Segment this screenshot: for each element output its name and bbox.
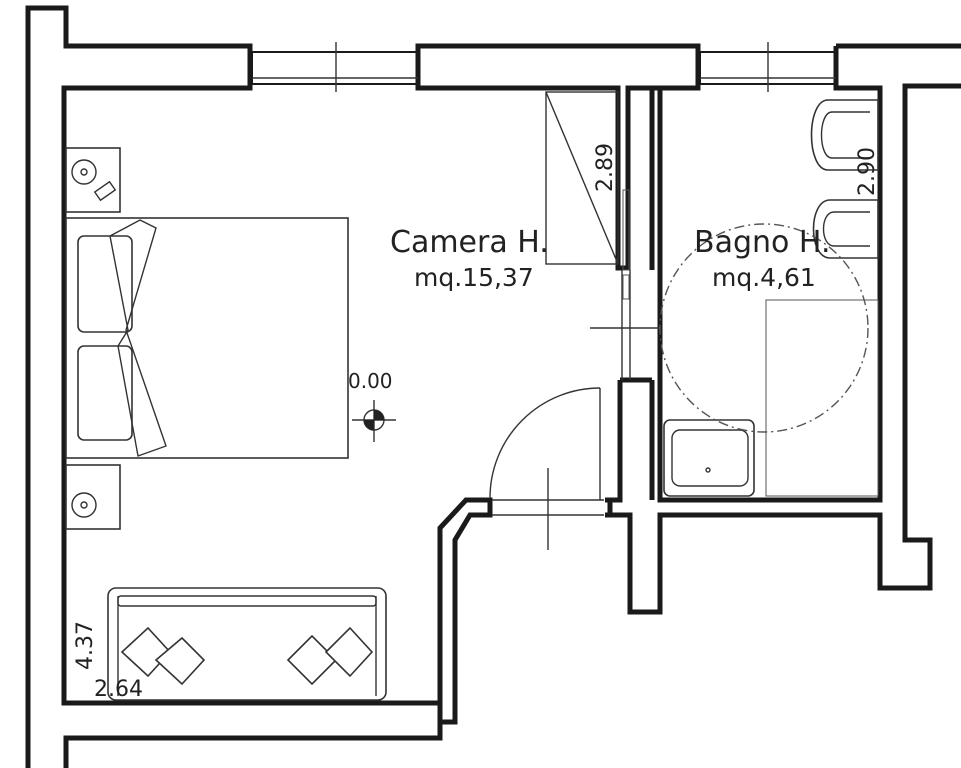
- top-wall-middle: [415, 43, 701, 271]
- bagno-ceiling-height: 2.90: [855, 147, 880, 196]
- level-marker: [352, 400, 396, 442]
- wardrobe-box: [545, 91, 619, 265]
- camera-width-dimension: 2.64: [94, 677, 143, 702]
- window-camera: [251, 51, 419, 85]
- turning-circle: [659, 223, 869, 433]
- bathroom-fixtures: [659, 99, 879, 497]
- labels: Camera H. mq.15,37 Bagno H. mq.4,61 2.89…: [73, 143, 880, 702]
- cushion-4: [324, 626, 374, 678]
- bedroom-furniture: [65, 147, 387, 701]
- shower-tray: [765, 299, 879, 497]
- camera-room-area: mq.15,37: [414, 263, 534, 292]
- bed-cover-fold: [109, 219, 167, 457]
- bagno-room-area: mq.4,61: [712, 263, 816, 292]
- top-wall-right: [657, 43, 961, 503]
- entrance-door-swing: [489, 387, 601, 499]
- windows: [251, 42, 837, 92]
- bagno-room-name: Bagno H.: [694, 225, 830, 260]
- corridor-wall-right: [605, 497, 613, 518]
- camera-side-dimension: 4.37: [73, 621, 98, 670]
- wardrobe: [545, 91, 619, 265]
- floor-level-label: 0.00: [348, 369, 393, 393]
- toilet: [812, 199, 879, 259]
- washbasin: [663, 419, 755, 497]
- pillow-top: [77, 235, 133, 333]
- camera-room-name: Camera H.: [390, 225, 549, 260]
- right-room-wall: [610, 83, 961, 615]
- camera-ceiling-height: 2.89: [593, 143, 618, 192]
- cushion-2: [154, 636, 206, 686]
- corridor-wall: [437, 497, 493, 738]
- left-exterior-wall: [25, 5, 443, 768]
- partition-wall: [610, 88, 655, 503]
- pillow-bottom: [77, 345, 133, 441]
- walls: [25, 5, 961, 768]
- doors: [489, 189, 660, 550]
- bidet: [810, 99, 879, 171]
